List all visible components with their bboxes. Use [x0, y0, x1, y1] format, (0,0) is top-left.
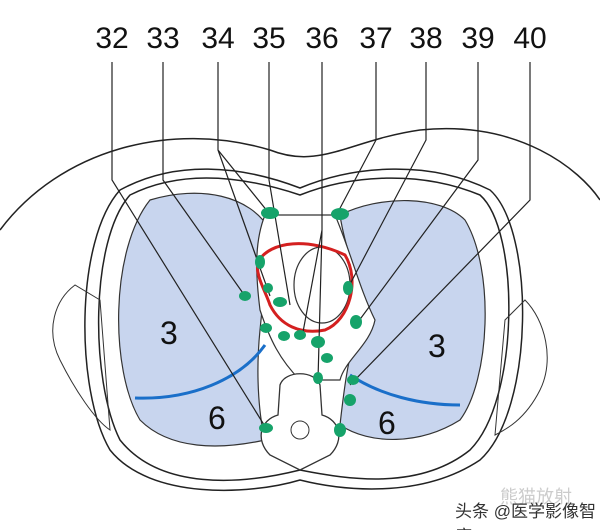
- leader-lines: [111, 62, 531, 429]
- watermark: 头条 @医学影像智库: [455, 502, 596, 530]
- zone-left-upper: 3: [160, 315, 178, 351]
- chest-wall: [97, 177, 510, 482]
- right-scapula: [494, 299, 548, 436]
- zone-right-upper: 3: [428, 328, 446, 364]
- left-lung: [118, 192, 271, 447]
- zone-left-lower: 6: [208, 400, 226, 436]
- station-label-37: 37: [359, 22, 393, 55]
- station-label-32: 32: [95, 22, 129, 55]
- faint-watermark: 熊猫放射: [500, 487, 572, 507]
- spinal-canal: [290, 420, 310, 440]
- station-label-38: 38: [409, 22, 443, 55]
- station-label-39: 39: [461, 22, 495, 55]
- lymph-nodes: [239, 207, 362, 437]
- station-label-36: 36: [305, 22, 339, 55]
- aorta: [293, 246, 351, 324]
- zone-right-lower: 6: [378, 405, 396, 441]
- right-fissure: [349, 373, 461, 407]
- station-label-34: 34: [201, 22, 235, 55]
- station-label-35: 35: [252, 22, 286, 55]
- station-label-40: 40: [513, 22, 547, 55]
- left-scapula: [52, 284, 111, 431]
- left-fissure: [134, 344, 267, 400]
- red-outline: [255, 242, 354, 333]
- station-label-33: 33: [146, 22, 180, 55]
